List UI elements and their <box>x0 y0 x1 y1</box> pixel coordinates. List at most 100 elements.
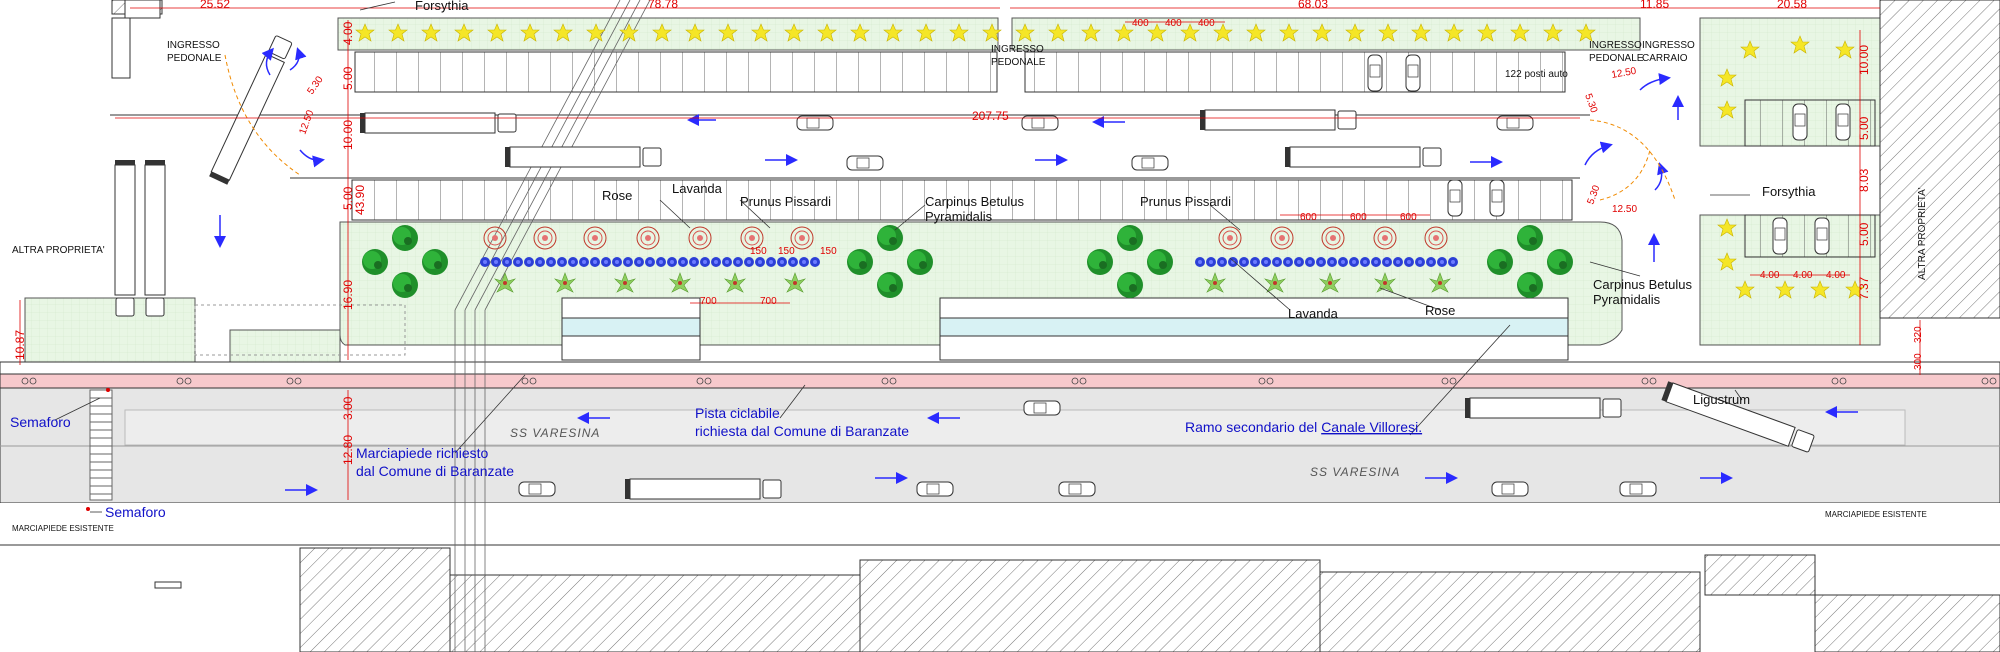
lavender-plant <box>777 257 787 267</box>
dim-10-87: 10.87 <box>13 330 27 360</box>
lavender-plant <box>1305 257 1315 267</box>
green-area-left <box>24 297 196 364</box>
lavender-plant <box>656 257 666 267</box>
label-carpinus-top-2: Pyramidalis <box>925 209 993 224</box>
lavender-plant <box>568 257 578 267</box>
lavender-plant <box>678 257 688 267</box>
annotation-marciapiede-2: dal Comune di Baranzate <box>356 463 514 479</box>
dim-600-2: 600 <box>1350 212 1367 223</box>
dim-12-80: 12.80 <box>341 435 355 465</box>
parking-row-top-left <box>354 51 998 93</box>
annotation-marciapiede-1: Marciapiede richiesto <box>356 445 488 461</box>
lavender-plant <box>1272 257 1282 267</box>
label-marciapiede-esistente-left: MARCIAPIEDE ESISTENTE <box>12 524 114 533</box>
lavender-plant <box>579 257 589 267</box>
annotation-semaforo-1: Semaforo <box>10 414 71 430</box>
lavender-plant <box>1338 257 1348 267</box>
lavender-plant <box>645 257 655 267</box>
label-ss-varesina-2: SS VARESINA <box>1310 465 1400 479</box>
label-forsythia-right: Forsythia <box>1762 184 1816 199</box>
lavender-plant <box>535 257 545 267</box>
dim-7-37: 7.37 <box>1857 276 1871 300</box>
label-prunus-right: Prunus Pissardi <box>1140 194 1231 209</box>
label-ingresso-pedonale-mid-2: PEDONALE <box>991 57 1046 68</box>
right-building <box>1879 0 2000 319</box>
lavender-plant <box>480 257 490 267</box>
lavender-plant <box>1426 257 1436 267</box>
dim-400-2: 400 <box>1165 18 1182 29</box>
dim-600-3: 600 <box>1400 212 1417 223</box>
label-marciapiede-esistente-right: MARCIAPIEDE ESISTENTE <box>1825 510 1927 519</box>
dim-10-00-left: 10.00 <box>341 120 355 150</box>
green-area-left-mid <box>229 329 341 366</box>
bike-symbols <box>21 377 1997 385</box>
lavender-plant <box>788 257 798 267</box>
lavender-plant <box>1371 257 1381 267</box>
lavender-plant <box>1195 257 1205 267</box>
lavender-row-left <box>480 257 820 267</box>
lavender-plant <box>557 257 567 267</box>
lavender-plant <box>502 257 512 267</box>
dim-4-00-2: 4.00 <box>1793 270 1813 281</box>
lavender-plant <box>1382 257 1392 267</box>
dim-300: 300 <box>1913 353 1924 370</box>
lavender-plant <box>623 257 633 267</box>
dim-12-50-right-top: 12.50 <box>1611 66 1638 81</box>
lavender-plant <box>1228 257 1238 267</box>
lavender-plant <box>755 257 765 267</box>
annotation-semaforo-2: Semaforo <box>105 504 166 520</box>
dim-11-85: 11.85 <box>1640 0 1669 11</box>
label-carpinus-top-1: Carpinus Betulus <box>925 194 1024 209</box>
sidewalk <box>0 361 2000 375</box>
existing-buildings <box>299 547 2000 652</box>
label-rose-left: Rose <box>602 188 632 203</box>
lavender-plant <box>1217 257 1227 267</box>
lavender-plant <box>733 257 743 267</box>
lavender-plant <box>634 257 644 267</box>
lavender-plant <box>1448 257 1458 267</box>
label-ingresso-carraio-1: INGRESSO <box>1642 40 1695 51</box>
label-carpinus-right-2: Pyramidalis <box>1593 292 1661 307</box>
dim-8-03: 8.03 <box>1857 168 1871 192</box>
lavender-plant <box>1283 257 1293 267</box>
annotation-pista-1: Pista ciclabile <box>695 405 780 421</box>
lavender-plant <box>1294 257 1304 267</box>
lavender-plant <box>1404 257 1414 267</box>
lavender-plant <box>601 257 611 267</box>
lavender-plant <box>1261 257 1271 267</box>
dim-150-1: 150 <box>750 246 767 257</box>
label-altra-proprieta-right: ALTRA PROPRIETA' <box>1917 187 1928 280</box>
parking-row-top-right <box>1024 51 1566 93</box>
lavender-plant <box>1437 257 1447 267</box>
dim-5-00-right-2: 5.00 <box>1857 222 1871 246</box>
label-lavanda-top: Lavanda <box>672 181 723 196</box>
label-ingresso-pedonale-right-1: INGRESSO <box>1589 40 1642 51</box>
green-strip-top-left <box>337 17 999 51</box>
lavender-plant <box>1327 257 1337 267</box>
label-carpinus-right-1: Carpinus Betulus <box>1593 277 1692 292</box>
label-ingresso-pedonale-right-2: PEDONALE <box>1589 53 1644 64</box>
lavender-plant <box>546 257 556 267</box>
label-rose-right: Rose <box>1425 303 1455 318</box>
dim-207-75: 207.75 <box>972 109 1009 123</box>
bike-lane <box>0 373 2000 389</box>
dim-5-00-top: 5.00 <box>341 66 355 90</box>
label-ingresso-pedonale-left-2: PEDONALE <box>167 53 222 64</box>
dim-5-00-mid: 5.00 <box>341 186 355 210</box>
dim-400-3: 400 <box>1198 18 1215 29</box>
dim-4-00-1: 4.00 <box>1760 270 1780 281</box>
lavender-plant <box>513 257 523 267</box>
parking-row-middle <box>351 179 1573 221</box>
label-ingresso-pedonale-left-1: INGRESSO <box>167 40 220 51</box>
dim-320: 320 <box>1913 326 1924 343</box>
lavender-plant <box>1316 257 1326 267</box>
dim-3-00: 3.00 <box>341 396 355 420</box>
lavender-plant <box>700 257 710 267</box>
label-forsythia-top: Forsythia <box>415 0 469 13</box>
label-ingresso-pedonale-mid-1: INGRESSO <box>991 44 1044 55</box>
dim-43-90: 43.90 <box>353 185 367 215</box>
lavender-plant <box>722 257 732 267</box>
dim-12-50-right-bottom: 12.50 <box>1612 204 1637 215</box>
lavender-plant <box>799 257 809 267</box>
